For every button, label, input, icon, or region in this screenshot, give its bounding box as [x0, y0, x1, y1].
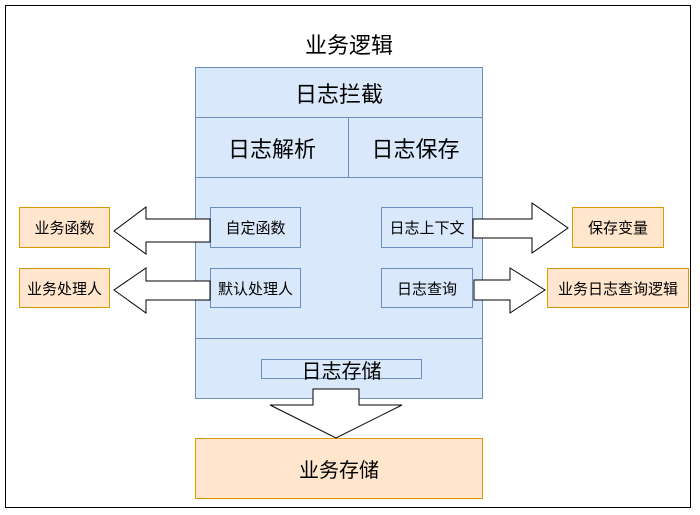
divider-storage	[196, 338, 482, 339]
divider-header	[196, 117, 482, 118]
custom-function-box: 自定函数	[210, 207, 301, 248]
log-parse-cell: 日志解析	[227, 137, 316, 163]
business-storage-box: 业务存储	[195, 438, 483, 499]
interceptor-header: 日志拦截	[294, 82, 383, 108]
log-context-box: 日志上下文	[381, 207, 473, 248]
diagram-title: 业务逻辑	[304, 34, 393, 59]
default-handler-box: 默认处理人	[210, 268, 301, 308]
business-handler-box: 业务处理人	[19, 268, 110, 308]
divider-vertical	[348, 117, 349, 178]
save-variable-box: 保存变量	[572, 207, 664, 248]
log-interceptor-block: 日志拦截 日志解析 日志保存	[195, 67, 483, 399]
arrow-to-business-function	[113, 206, 211, 255]
log-save-cell: 日志保存	[371, 137, 460, 163]
business-function-box: 业务函数	[19, 207, 110, 248]
business-log-query-logic-box: 业务日志查询逻辑	[547, 268, 689, 308]
arrow-to-business-storage	[269, 388, 403, 439]
diagram-frame: 业务逻辑	[5, 5, 691, 508]
arrow-to-save-variable	[472, 202, 569, 254]
arrow-to-business-handler	[113, 267, 211, 314]
log-query-box: 日志查询	[381, 268, 473, 308]
log-storage-box: 日志存储	[261, 359, 422, 383]
arrow-to-business-log-query	[473, 267, 546, 314]
divider-parse-save	[196, 177, 482, 178]
